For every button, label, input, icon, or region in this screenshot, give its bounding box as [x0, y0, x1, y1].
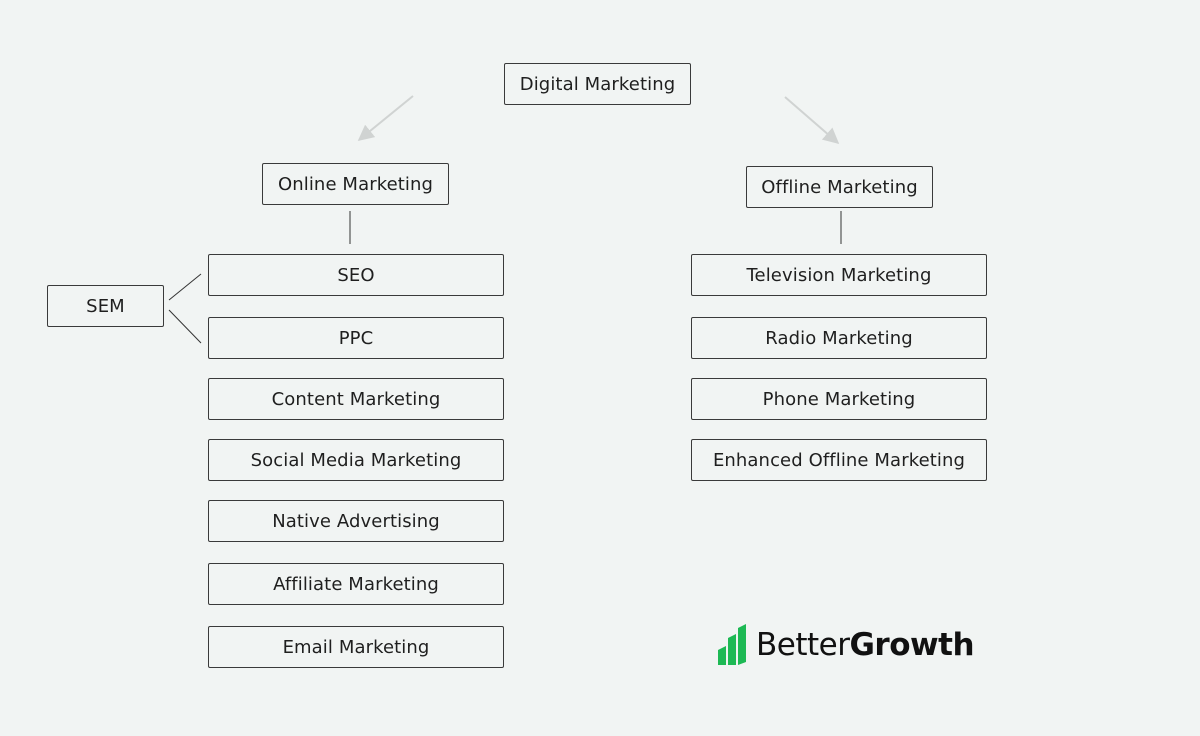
online-item-ppc: PPC: [208, 317, 504, 359]
arrow-to-online: [357, 95, 414, 142]
sem-to-seo-line: [168, 273, 202, 301]
online-item-seo: SEO: [208, 254, 504, 296]
brand-name: BetterGrowth: [756, 627, 975, 663]
offline-item-television-marketing: Television Marketing: [691, 254, 987, 296]
bettergrowth-logo: BetterGrowth: [716, 624, 975, 666]
sem-node: SEM: [47, 285, 164, 327]
offline-item-phone-marketing: Phone Marketing: [691, 378, 987, 420]
arrow-to-offline: [784, 96, 840, 145]
online-item-social-media-marketing: Social Media Marketing: [208, 439, 504, 481]
online-marketing-node: Online Marketing: [262, 163, 449, 205]
online-item-affiliate-marketing: Affiliate Marketing: [208, 563, 504, 605]
offline-marketing-node: Offline Marketing: [746, 166, 933, 208]
root-node: Digital Marketing: [504, 63, 691, 105]
brand-name-bold: Growth: [849, 627, 975, 663]
online-item-content-marketing: Content Marketing: [208, 378, 504, 420]
offline-item-enhanced-offline-marketing: Enhanced Offline Marketing: [691, 439, 987, 481]
sem-to-ppc-line: [168, 309, 202, 344]
online-item-native-advertising: Native Advertising: [208, 500, 504, 542]
brand-name-regular: Better: [756, 627, 850, 663]
offline-item-radio-marketing: Radio Marketing: [691, 317, 987, 359]
bar-chart-icon: [718, 624, 746, 665]
online-item-email-marketing: Email Marketing: [208, 626, 504, 668]
